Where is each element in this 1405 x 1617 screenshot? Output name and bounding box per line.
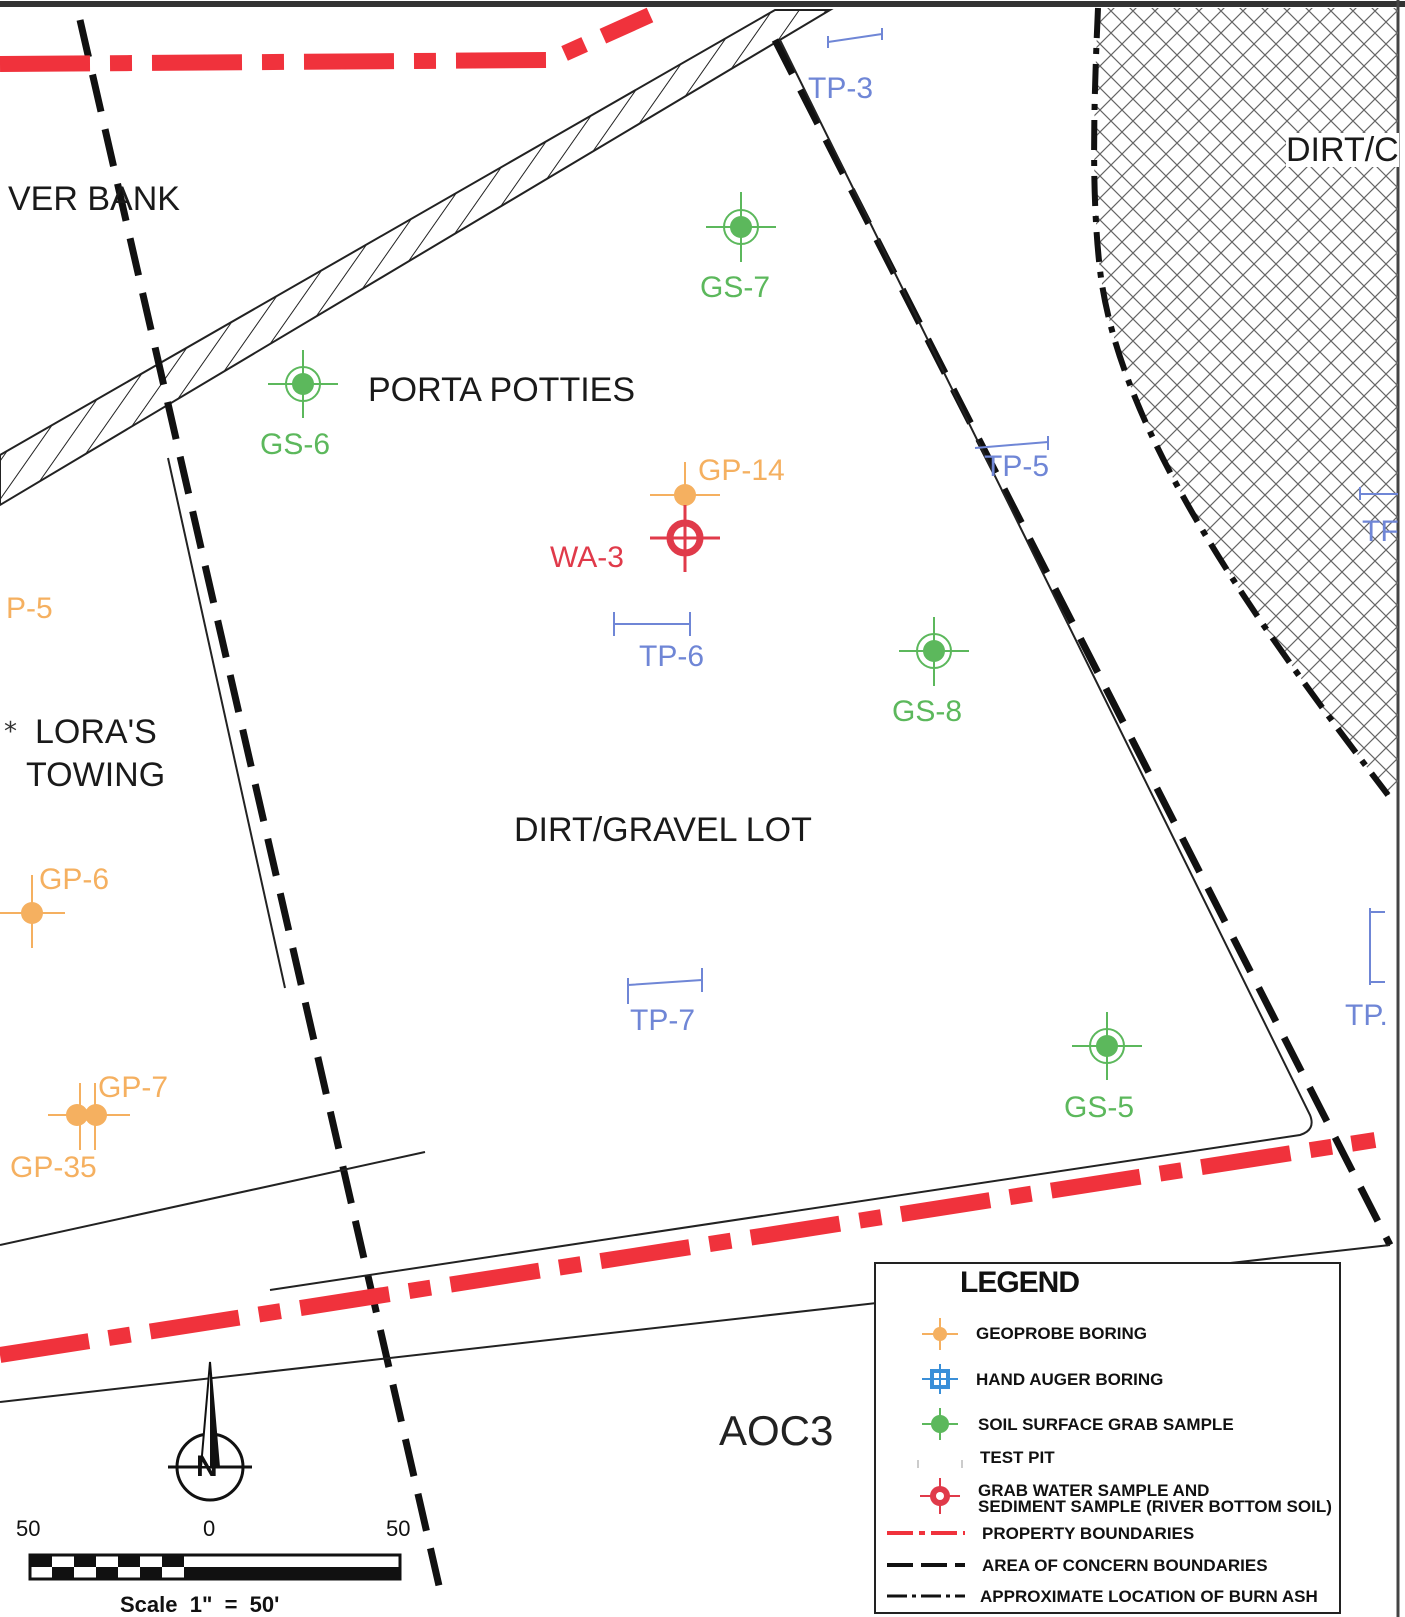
aoc3-label: AOC3	[719, 1407, 834, 1454]
hatched-strip	[0, 9, 834, 507]
gs8-marker	[899, 617, 969, 686]
tp-right-label-2: TP.	[1345, 999, 1388, 1032]
gp7-label: GP-7	[98, 1071, 169, 1104]
wa3-marker	[650, 505, 720, 572]
gs7-label: GS-7	[700, 271, 771, 304]
legend-item-aoc: AREA OF CONCERN BOUNDARIES	[982, 1556, 1268, 1575]
gs8-label: GS-8	[892, 695, 963, 728]
test-pit-markers	[613, 28, 1398, 1004]
aoc-boundaries	[76, 19, 1394, 1591]
loras-towing-label-1: LORA'S	[35, 713, 157, 751]
scale-bar-icon	[28, 1553, 402, 1581]
legend-geoprobe-icon	[922, 1318, 958, 1350]
legend-test-pit-icon	[917, 1460, 963, 1468]
gs6-marker	[268, 350, 338, 418]
north-label: N	[196, 1450, 218, 1483]
legend-hand-auger-icon	[922, 1364, 958, 1394]
legend-item-hand-auger: HAND AUGER BORING	[976, 1370, 1164, 1389]
legend-grab-water-icon	[920, 1478, 960, 1514]
burn-ash-area	[1094, 8, 1398, 795]
tp6-label: TP-6	[639, 640, 705, 673]
legend-title: LEGEND	[960, 1266, 1080, 1299]
wa3-label: WA-3	[550, 541, 624, 574]
gp6-label: GP-6	[39, 863, 110, 896]
gs7-marker	[706, 192, 776, 262]
river-bank-label: VER BANK	[8, 180, 180, 218]
dirt-partial-label: DIRT/C	[1286, 131, 1399, 169]
scale-text: Scale 1" = 50'	[120, 1592, 280, 1617]
gp14-label: GP-14	[698, 454, 785, 487]
legend-item-test-pit: TEST PIT	[980, 1448, 1055, 1467]
gs5-label: GS-5	[1064, 1091, 1135, 1124]
legend-item-geoprobe: GEOPROBE BORING	[976, 1324, 1147, 1343]
gp35-label: GP-35	[10, 1151, 97, 1184]
tp7-label: TP-7	[630, 1004, 696, 1037]
gp6-marker	[0, 875, 65, 948]
legend-item-property: PROPERTY BOUNDARIES	[982, 1524, 1195, 1543]
scale-left-number: 50	[16, 1516, 41, 1541]
gp5-label: P-5	[6, 592, 53, 625]
gp7-gp35-marker	[48, 1083, 130, 1150]
tp-right-label-1: TF	[1362, 515, 1399, 548]
legend-soil-grab-icon	[922, 1408, 958, 1440]
loras-towing-label-2: TOWING	[26, 756, 166, 794]
legend-item-soil-grab: SOIL SURFACE GRAB SAMPLE	[978, 1415, 1234, 1434]
scale-right-number: 50	[386, 1516, 411, 1541]
legend-item-grab-water-2: SEDIMENT SAMPLE (RIVER BOTTOM SOIL)	[978, 1497, 1332, 1516]
scale-zero-number: 0	[203, 1516, 216, 1541]
porta-potties-label: PORTA POTTIES	[368, 371, 636, 409]
burn-ash-boundary	[1091, 7, 1391, 797]
property-boundaries	[0, 7, 1377, 1363]
dirt-gravel-lot-label: DIRT/GRAVEL LOT	[514, 811, 812, 849]
gs5-marker	[1072, 1012, 1142, 1080]
legend-item-burn-ash: APPROXIMATE LOCATION OF BURN ASH	[980, 1587, 1318, 1606]
tp3-label: TP-3	[808, 72, 874, 105]
legend-item-grab-water-1: GRAB WATER SAMPLE AND	[978, 1481, 1210, 1500]
north-arrow-icon	[168, 1361, 252, 1502]
gs6-label: GS-6	[260, 428, 331, 461]
tp5-label: TP-5	[984, 450, 1050, 483]
star-icon: *	[4, 717, 17, 747]
legend-box	[874, 1262, 1341, 1614]
